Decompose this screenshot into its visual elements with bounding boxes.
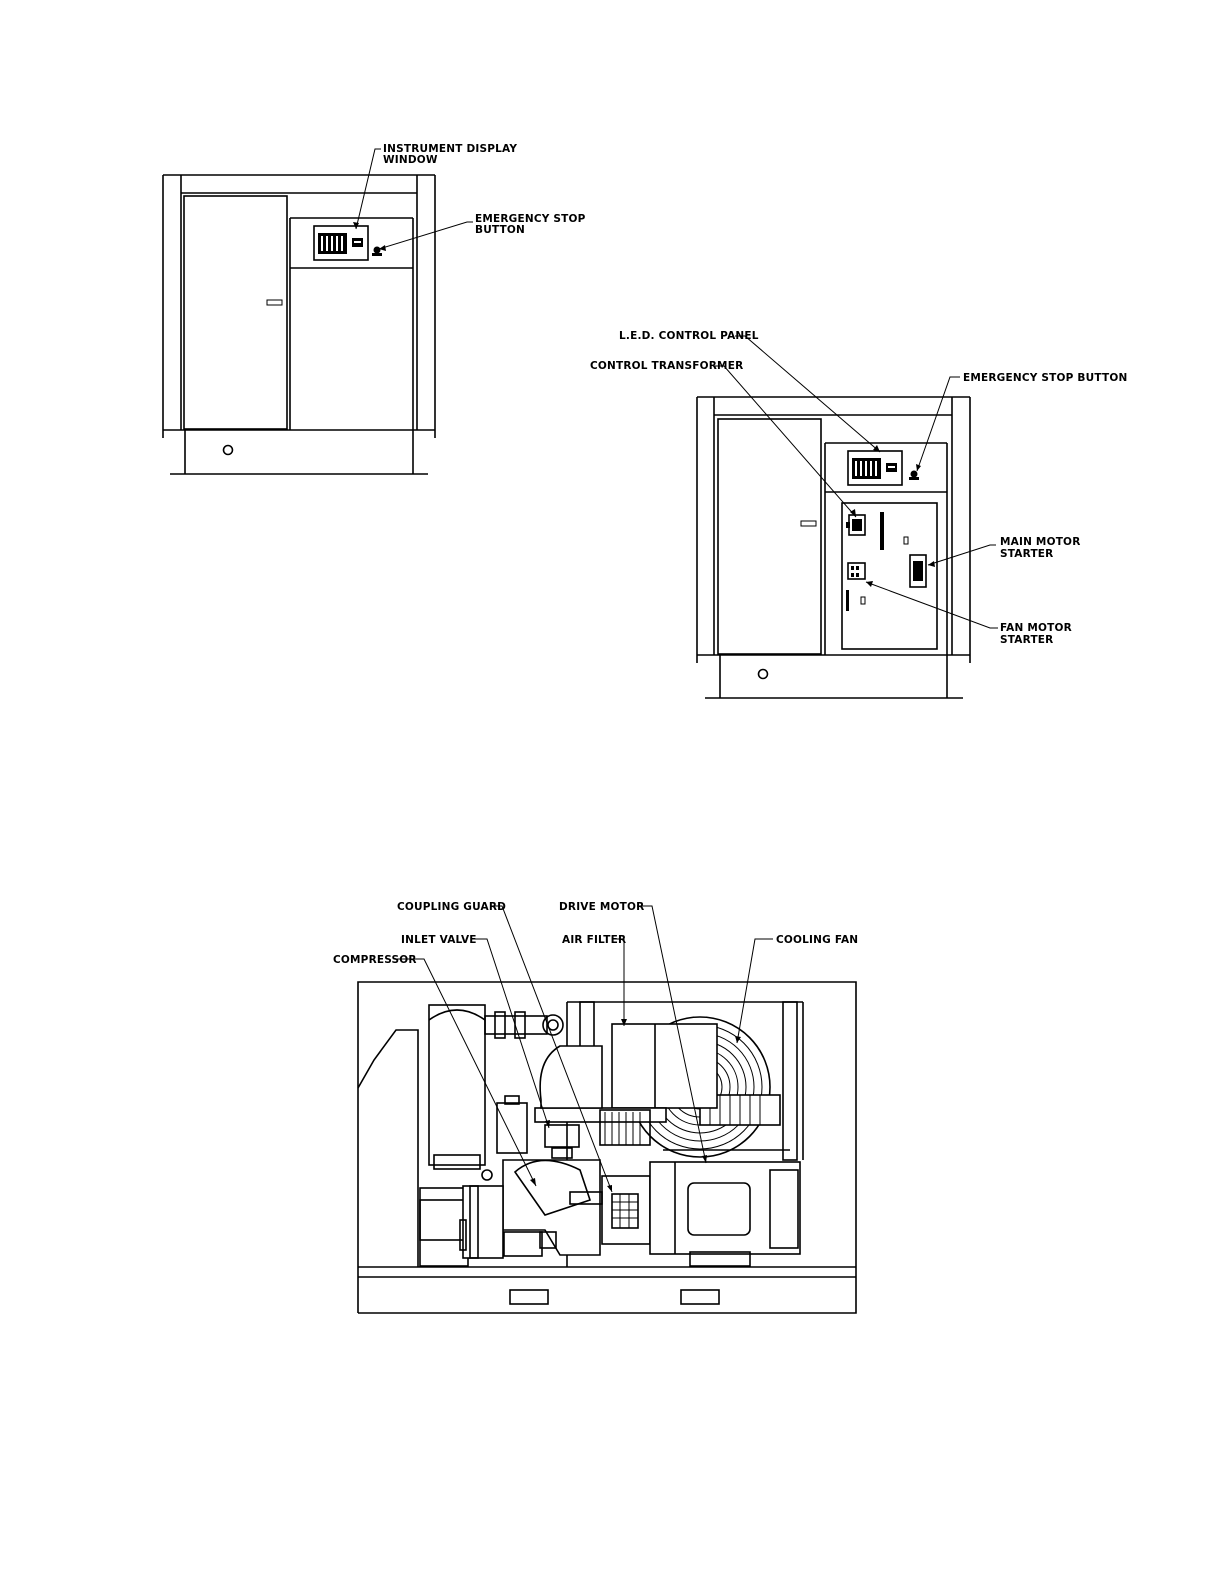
svg-text:AIR FILTER: AIR FILTER: [562, 934, 626, 946]
svg-text:COOLING FAN: COOLING FAN: [776, 934, 858, 946]
door-handle: [267, 300, 282, 305]
cabinet-door: [718, 419, 821, 654]
forklift-slot: [510, 1290, 548, 1304]
svg-text:FAN MOTOR: FAN MOTOR: [1000, 622, 1072, 634]
svg-text:WINDOW: WINDOW: [383, 154, 438, 166]
fan-motor-starter-icon: [848, 563, 865, 579]
forklift-slot: [681, 1290, 719, 1304]
electrical-panel-area: [825, 443, 947, 655]
svg-text:EMERGENCY STOP BUTTON: EMERGENCY STOP BUTTON: [963, 372, 1127, 384]
svg-text:DRIVE MOTOR: DRIVE MOTOR: [559, 901, 644, 913]
svg-text:STARTER: STARTER: [1000, 548, 1053, 560]
cabinet-base: [705, 655, 963, 698]
display-gauges-icon: [318, 233, 363, 254]
led-gauges-icon: [852, 458, 897, 479]
svg-text:COUPLING GUARD: COUPLING GUARD: [397, 901, 506, 913]
terminal-strip: [880, 512, 884, 550]
label-compressor: COMPRESSOR: [333, 954, 536, 1186]
figure-front-view-open: L.E.D. CONTROL PANEL CONTROL TRANSFORMER…: [590, 330, 1127, 698]
svg-text:CONTROL TRANSFORMER: CONTROL TRANSFORMER: [590, 360, 743, 372]
cabinet-outline: [163, 175, 435, 438]
label-fan-motor-starter: FAN MOTOR STARTER: [866, 581, 1072, 646]
label-led-control-panel: L.E.D. CONTROL PANEL: [619, 330, 880, 452]
svg-text:BUTTON: BUTTON: [475, 224, 525, 236]
svg-text:COMPRESSOR: COMPRESSOR: [333, 954, 417, 966]
control-panel-area: [290, 218, 413, 430]
figure-front-view-closed: INSTRUMENT DISPLAY WINDOW EMERGENCY STOP…: [163, 143, 586, 474]
figure-side-view-internal: COUPLING GUARD DRIVE MOTOR INLET VALVE A…: [333, 901, 858, 1313]
door-handle: [801, 521, 816, 526]
label-control-transformer: CONTROL TRANSFORMER: [590, 360, 856, 517]
svg-text:INLET VALVE: INLET VALVE: [401, 934, 477, 946]
label-main-motor-starter: MAIN MOTOR STARTER: [928, 536, 1080, 567]
inlet-valve: [497, 1046, 602, 1158]
emergency-stop-icon: [909, 471, 919, 481]
enclosure-outline: [358, 982, 856, 1313]
svg-text:MAIN MOTOR: MAIN MOTOR: [1000, 536, 1080, 548]
main-motor-starter-icon: [910, 555, 926, 587]
cabinet-base: [170, 430, 428, 474]
drive-motor: [650, 1150, 800, 1266]
emergency-stop-icon: [372, 247, 382, 257]
cabinet-door: [184, 196, 287, 429]
svg-text:L.E.D. CONTROL PANEL: L.E.D. CONTROL PANEL: [619, 330, 759, 342]
svg-text:STARTER: STARTER: [1000, 634, 1053, 646]
control-transformer-icon: [846, 515, 865, 535]
label-inlet-valve: INLET VALVE: [401, 934, 550, 1128]
